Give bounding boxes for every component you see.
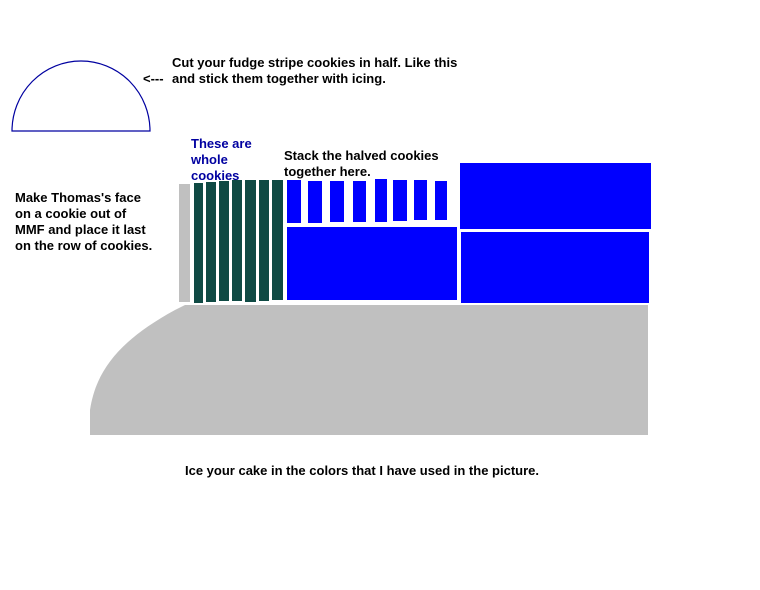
halved-cookie [435,181,447,220]
halved-cookie [353,181,366,222]
cut-cookies-instruction: Cut your fudge stripe cookies in half. L… [172,55,458,86]
half-cookie-icon [11,60,151,132]
stack-halved-instruction: Stack the halved cookies together here. [284,148,439,179]
thomas-face-instruction: Make Thomas's face on a cookie out of MM… [15,190,153,253]
ice-cake-instruction: Ice your cake in the colors that I have … [185,463,539,478]
whole-cookie [206,182,216,302]
cab-lower-block [461,232,649,303]
whole-cookie [272,180,283,300]
whole-cookie [232,180,242,301]
whole-cookie [245,180,256,302]
halved-cookie [393,180,407,221]
whole-cookies-row [194,180,283,303]
whole-cookie [219,181,229,301]
halved-cookie [330,181,344,222]
halved-cookies-row [287,179,447,223]
whole-cookie [194,183,203,303]
cake-base [90,305,648,435]
whole-cookie [259,180,269,301]
thomas-face-cookie [179,184,190,302]
halved-cookie [308,181,322,223]
cab-upper-block [460,163,651,229]
lower-body-block [287,227,457,300]
arrow-pointer: <--- [143,71,164,86]
whole-cookies-label: These are whole cookies [191,136,252,183]
halved-cookie [414,180,427,220]
halved-cookie [375,179,387,222]
halved-cookie [287,180,301,223]
